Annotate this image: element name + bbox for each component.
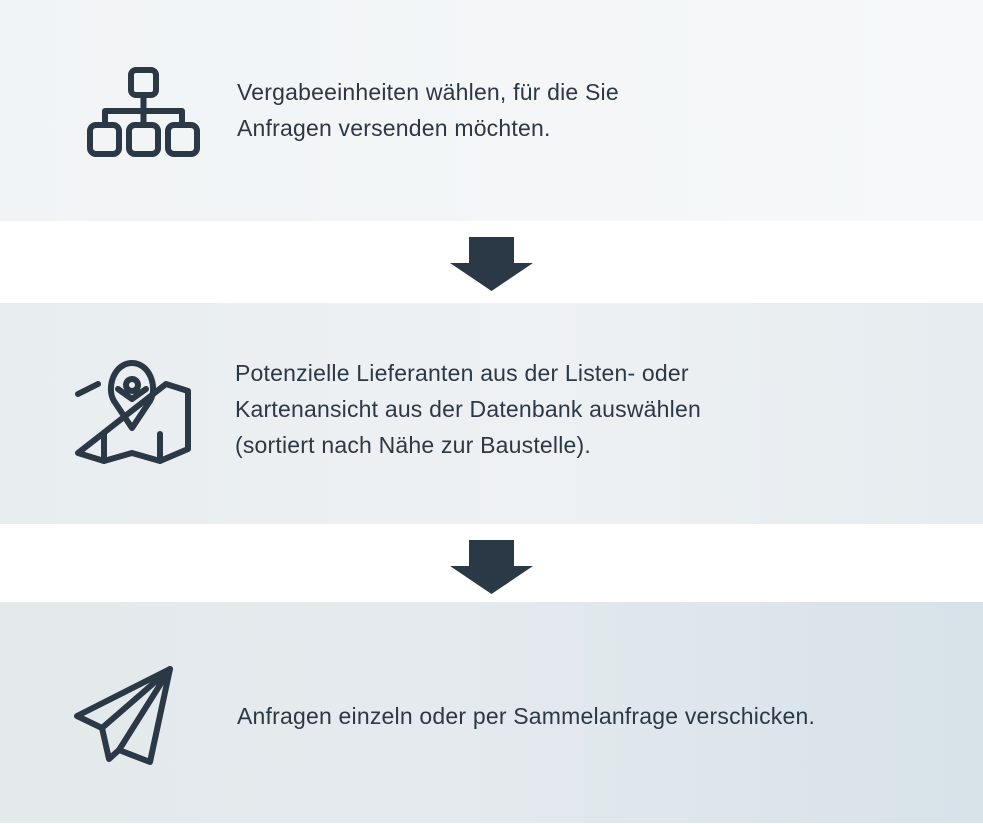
arrow-down-icon (450, 540, 533, 594)
step-text-line: Vergabeeinheiten wählen, für die Sie (237, 79, 619, 105)
paper-plane-icon (72, 664, 178, 770)
step-text-line: (sortiert nach Nähe zur Baustelle). (235, 432, 591, 458)
org-chart-icon (86, 67, 202, 159)
arrow-down-icon (450, 237, 533, 291)
step-text-line: Kartenansicht aus der Datenbank auswähle… (235, 396, 701, 422)
step-text-line: Anfragen einzeln oder per Sammelanfrage … (237, 703, 816, 729)
step-text-line: Anfragen versenden möchten. (237, 115, 551, 141)
step-text-line: Potenzielle Lieferanten aus der Listen- … (235, 360, 689, 386)
step-select-units: Vergabeeinheiten wählen, für die Sie Anf… (0, 0, 983, 221)
step-description: Potenzielle Lieferanten aus der Listen- … (235, 355, 701, 463)
step-send-requests: Anfragen einzeln oder per Sammelanfrage … (0, 602, 983, 823)
step-choose-suppliers: Potenzielle Lieferanten aus der Listen- … (0, 303, 983, 524)
map-pin-icon (74, 360, 192, 466)
step-description: Anfragen einzeln oder per Sammelanfrage … (237, 698, 815, 734)
step-description: Vergabeeinheiten wählen, für die Sie Anf… (237, 74, 619, 146)
